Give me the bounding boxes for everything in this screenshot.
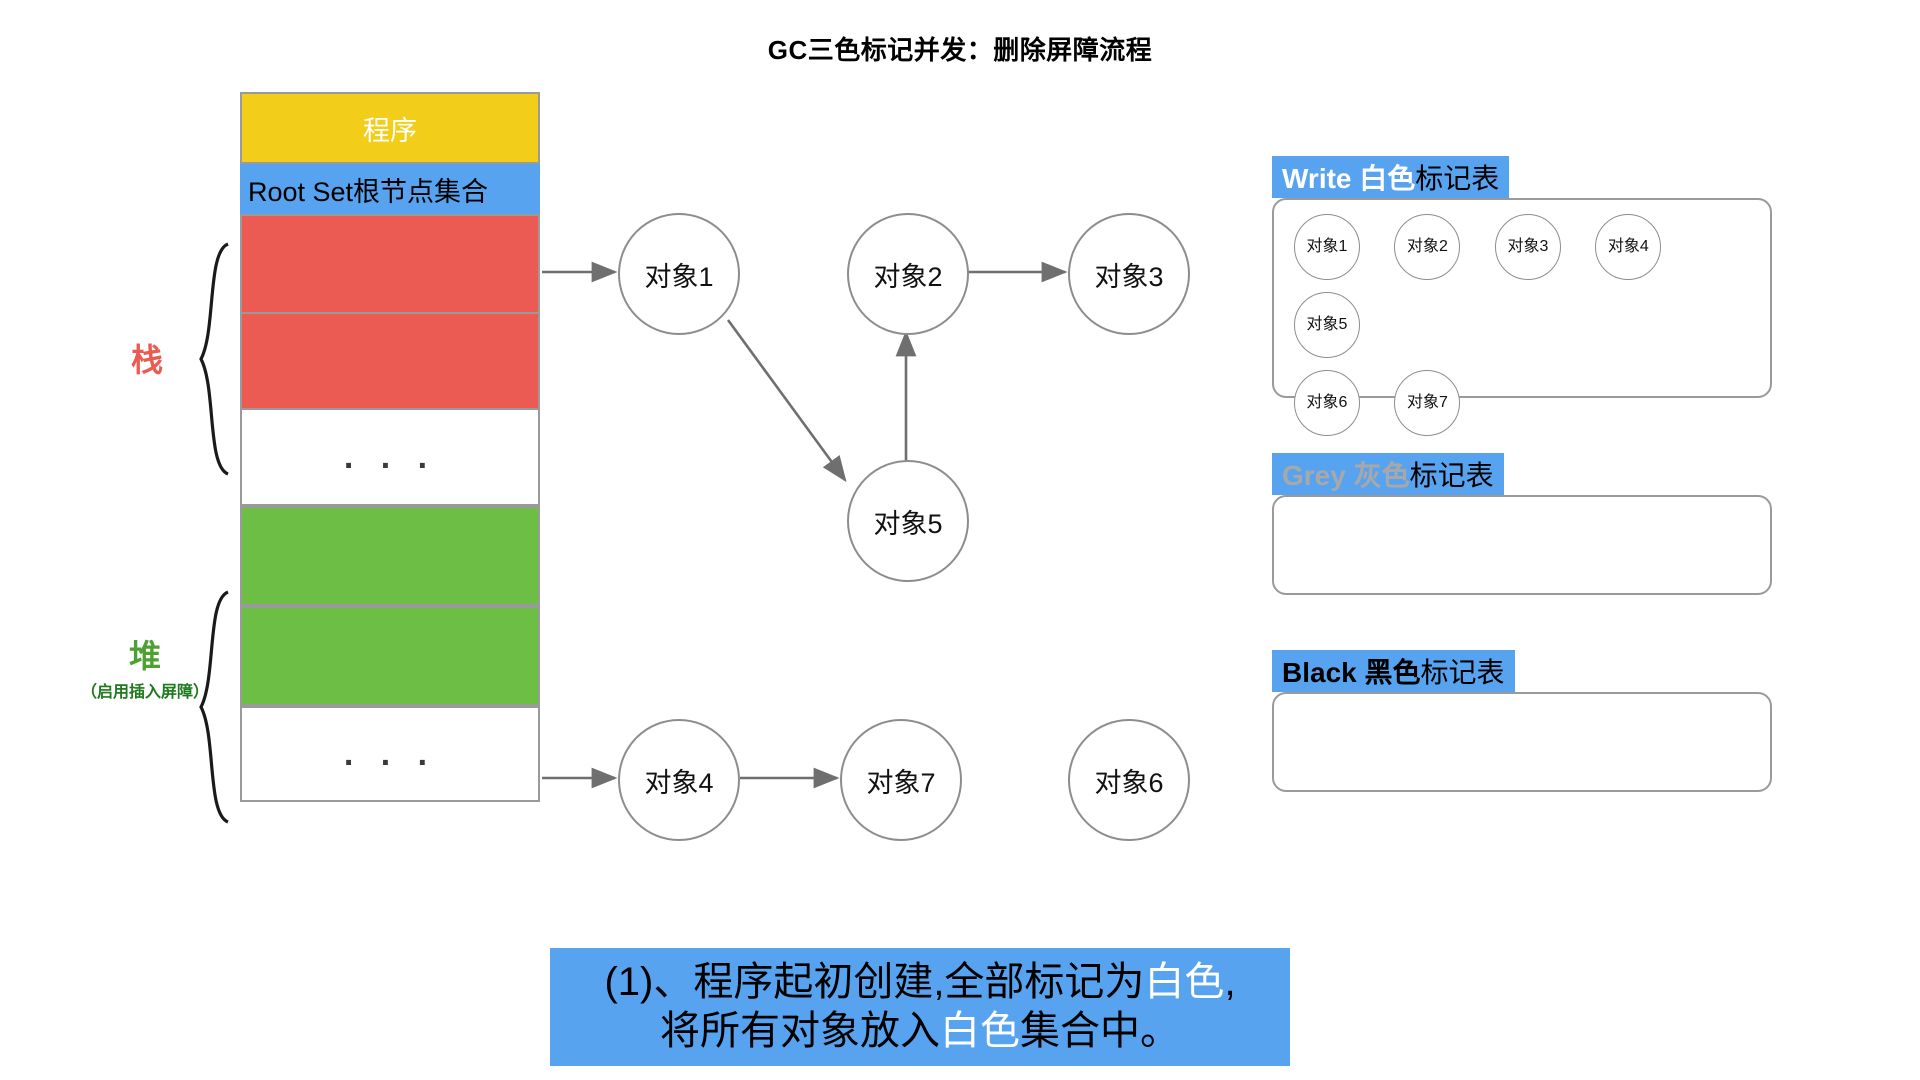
list-item[interactable]: 对象7	[1394, 370, 1461, 436]
white-table-keyword: Write 白色	[1282, 163, 1416, 194]
stack-ellipsis: . . .	[240, 410, 540, 506]
object-node-obj4[interactable]: 对象4	[618, 719, 740, 841]
grey-table-suffix: 标记表	[1409, 460, 1494, 491]
object-node-obj2[interactable]: 对象2	[847, 213, 969, 335]
object-node-obj6[interactable]: 对象6	[1068, 719, 1190, 841]
black-table-header: Black 黑色 标记表	[1272, 650, 1515, 692]
black-table-suffix: 标记表	[1420, 657, 1505, 688]
white-table-row-1: 对象1 对象2 对象3 对象4 对象5	[1294, 214, 1770, 370]
stack-bracket-label: 栈	[130, 342, 163, 378]
list-item[interactable]: 对象1	[1294, 214, 1360, 280]
white-table-row-2: 对象6 对象7	[1294, 370, 1770, 448]
caption-line1-suffix: ,	[1224, 960, 1236, 1004]
program-block: 程序	[240, 92, 540, 164]
object-node-obj3[interactable]: 对象3	[1068, 213, 1190, 335]
list-item[interactable]: 对象4	[1595, 214, 1662, 280]
heap-bracket-sublabel: （启用插入屏障）	[80, 684, 209, 701]
root-set-block: Root Set根节点集合	[240, 164, 540, 214]
caption-line2-highlight: 白色	[940, 1008, 1020, 1053]
black-table-box	[1272, 692, 1772, 792]
heap-brace	[199, 590, 229, 824]
memory-column: 程序 Root Set根节点集合 . . . . . .	[240, 92, 540, 802]
black-table-keyword: Black 黑色	[1282, 657, 1421, 688]
edge-obj1-obj5	[726, 319, 847, 483]
caption-line2-suffix: 集合中。	[1020, 1008, 1180, 1053]
heap-block-1	[240, 506, 540, 606]
white-table-suffix: 标记表	[1415, 163, 1500, 194]
white-table-header: Write 白色 标记表	[1272, 156, 1510, 198]
heap-block-2	[240, 606, 540, 706]
caption-line2-prefix: 将所有对象放入	[660, 1008, 940, 1053]
object-node-obj7[interactable]: 对象7	[840, 719, 962, 841]
page-title: GC三色标记并发：删除屏障流程	[767, 35, 1153, 65]
stack-block-1	[240, 214, 540, 312]
stack-block-2	[240, 312, 540, 410]
object-node-obj5[interactable]: 对象5	[847, 460, 969, 582]
object-node-obj1[interactable]: 对象1	[618, 213, 740, 335]
heap-bracket-label: 堆 （启用插入屏障）	[70, 640, 220, 702]
list-item[interactable]: 对象2	[1394, 214, 1461, 280]
grey-table-box	[1272, 495, 1772, 595]
caption-line1-prefix: (1)、程序起初创建,全部标记为	[604, 960, 1145, 1004]
step-caption: (1)、程序起初创建,全部标记为白色, 将所有对象放入白色集合中。	[550, 948, 1290, 1066]
stack-brace	[199, 242, 229, 476]
heap-ellipsis: . . .	[240, 706, 540, 802]
list-item[interactable]: 对象5	[1294, 292, 1360, 358]
heap-bracket-label-text: 堆	[128, 638, 161, 674]
list-item[interactable]: 对象3	[1494, 214, 1561, 280]
caption-line1-highlight: 白色	[1144, 960, 1225, 1004]
grey-table-header: Grey 灰色 标记表	[1272, 453, 1504, 495]
caption-line2: 将所有对象放入白色集合中。	[568, 1007, 1272, 1056]
grey-table-keyword: Grey 灰色	[1282, 460, 1410, 491]
white-table-box: 对象1 对象2 对象3 对象4 对象5 对象6 对象7	[1272, 198, 1772, 436]
list-item[interactable]: 对象6	[1294, 370, 1360, 436]
